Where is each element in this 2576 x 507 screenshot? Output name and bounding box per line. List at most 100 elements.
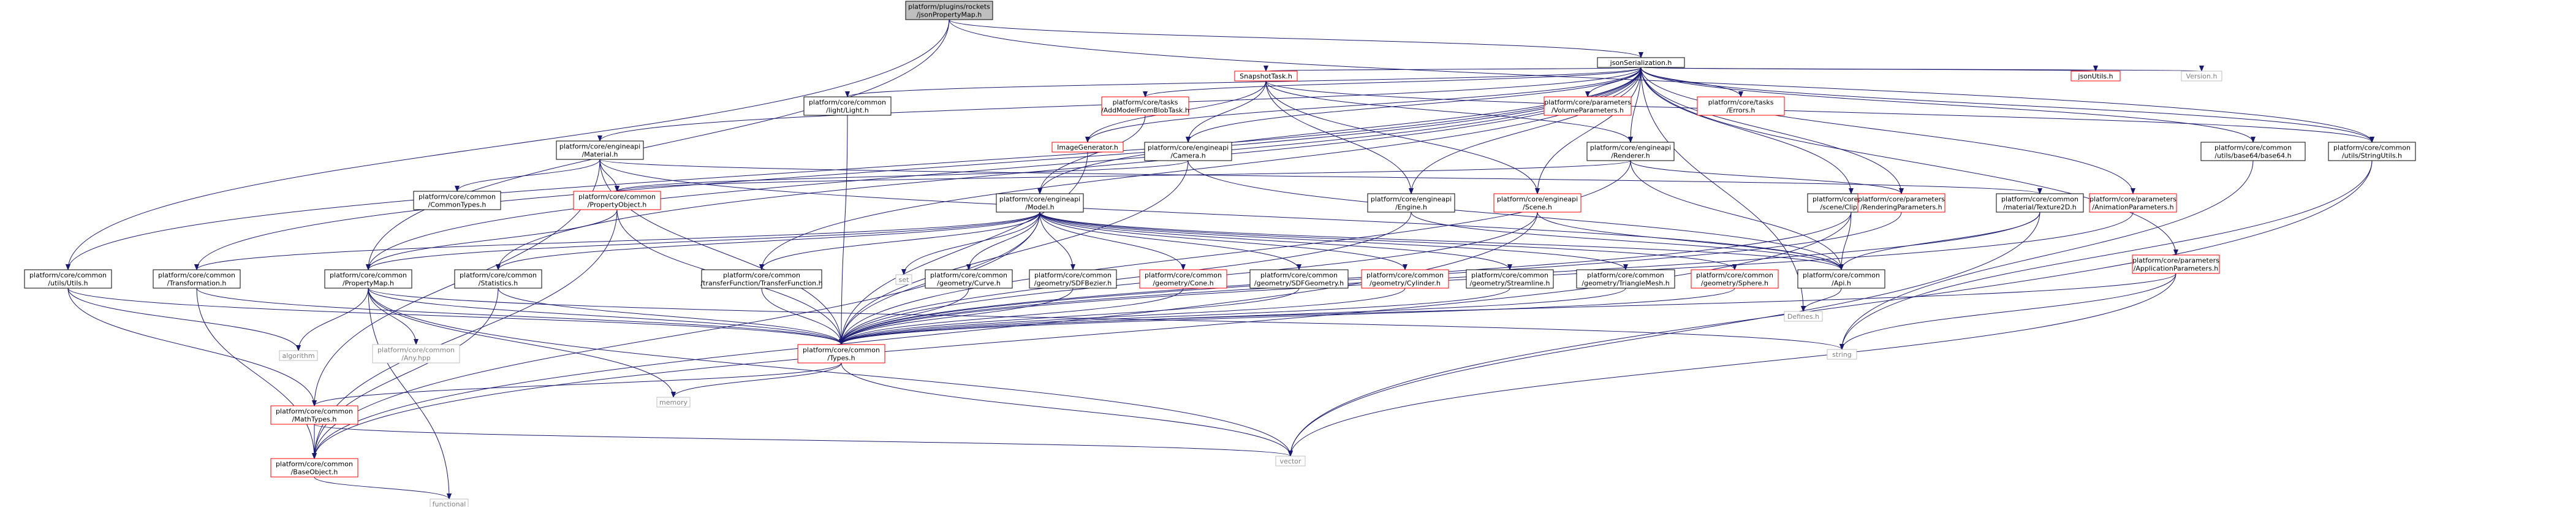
node-transferfn[interactable]: platform/core/common/transferFunction/Tr…	[700, 269, 823, 289]
edge-material-to-types	[599, 159, 844, 345]
edge-propobject-to-propmap	[366, 209, 618, 270]
node-label-line: platform/core/engineapi	[1497, 196, 1578, 204]
node-base64[interactable]: platform/core/common/utils/base64/base64…	[2200, 142, 2306, 161]
node-label-line: platform/core/common	[330, 272, 407, 280]
node-label-line: platform/core/parameters	[2132, 257, 2219, 265]
edge-sdfgeom-to-types	[839, 288, 1300, 345]
edge-types-to-vector	[841, 362, 1293, 457]
node-cylinder[interactable]: platform/core/common/geometry/Cylinder.h	[1361, 269, 1449, 289]
node-utils[interactable]: platform/core/common/utils/Utils.h	[24, 269, 112, 289]
node-box	[430, 498, 469, 507]
node-functional: functional	[430, 498, 469, 507]
node-box	[324, 269, 412, 289]
node-box	[797, 344, 885, 364]
node-types[interactable]: platform/core/common/Types.h	[797, 344, 885, 364]
node-box	[1466, 269, 1554, 289]
edge-jsonser-to-stringutils	[1640, 67, 2374, 143]
node-sdfbezier[interactable]: platform/core/common/geometry/SDFBezier.…	[1029, 269, 1117, 289]
edge-jsonser-to-animparams	[1640, 67, 2135, 194]
node-trimesh[interactable]: platform/core/common/geometry/TriangleMe…	[1576, 269, 1675, 289]
node-propmap[interactable]: platform/core/common/PropertyMap.h	[324, 269, 412, 289]
node-appparams[interactable]: platform/core/parameters/ApplicationPara…	[2132, 254, 2220, 274]
node-scene[interactable]: platform/core/engineapi/Scene.h	[1493, 193, 1582, 213]
node-streamline[interactable]: platform/core/common/geometry/Streamline…	[1466, 269, 1554, 289]
node-label-line: Version.h	[2186, 72, 2218, 80]
node-label-line: /PropertyObject.h	[588, 201, 647, 209]
node-imagegen[interactable]: ImageGenerator.h	[1051, 142, 1124, 153]
edge-streamline-to-types	[839, 288, 1510, 345]
node-sdfgeom[interactable]: platform/core/common/geometry/SDFGeometr…	[1249, 269, 1349, 289]
node-label-line: /geometry/TriangleMesh.h	[1582, 280, 1669, 288]
node-api[interactable]: platform/core/common/Api.h	[1797, 269, 1885, 289]
edge-camera-to-api	[1188, 160, 1844, 270]
node-errors[interactable]: platform/core/tasks/Errors.h	[1697, 96, 1785, 116]
node-label-line: vector	[1280, 457, 1301, 465]
edge-propmap-to-string	[368, 288, 1844, 350]
node-animparams[interactable]: platform/core/parameters/AnimationParame…	[2089, 193, 2177, 213]
node-label-line: platform/core/common	[1696, 272, 1773, 280]
edge-transformation-to-baseobject	[196, 288, 317, 459]
node-box	[1586, 142, 1675, 161]
edge-material-to-propobject	[599, 159, 619, 192]
edge-root-to-stringutils	[949, 19, 2374, 143]
node-box	[24, 269, 112, 289]
node-label-line: /Errors.h	[1727, 107, 1756, 115]
node-commontypes[interactable]: platform/core/common/CommonTypes.h	[413, 191, 501, 210]
node-jsonutils[interactable]: jsonUtils.h	[2070, 71, 2121, 82]
edge-model-to-propmap	[366, 212, 1040, 270]
node-mathtypes[interactable]: platform/core/common/MathTypes.h	[270, 405, 358, 425]
node-transformation[interactable]: platform/core/common/Transformation.h	[153, 269, 241, 289]
edge-curve-to-types	[839, 288, 969, 345]
edge-appparams-to-string	[1839, 273, 2176, 350]
node-cone[interactable]: platform/core/common/geometry/Cone.h	[1139, 269, 1227, 289]
node-curve[interactable]: platform/core/common/geometry/Curve.h	[925, 269, 1013, 289]
edge-cone-to-types	[839, 288, 1184, 345]
node-material[interactable]: platform/core/engineapi/Material.h	[556, 140, 644, 160]
node-snapshot[interactable]: SnapshotTask.h	[1234, 71, 1298, 82]
node-label-line: ImageGenerator.h	[1057, 143, 1118, 151]
node-statistics[interactable]: platform/core/common/Statistics.h	[454, 269, 542, 289]
node-propobject[interactable]: platform/core/common/PropertyObject.h	[573, 191, 661, 210]
node-addmodel[interactable]: platform/core/tasks/AddModelFromBlobTask…	[1101, 96, 1189, 116]
node-label-line: /Model.h	[1025, 204, 1054, 212]
node-model[interactable]: platform/core/engineapi/Model.h	[996, 193, 1084, 213]
node-root[interactable]: platform/plugins/rockets/jsonPropertyMap…	[905, 1, 993, 20]
node-label-line: platform/core/common	[930, 272, 1007, 280]
node-label-line: /geometry/SDFBezier.h	[1034, 280, 1112, 288]
node-camera[interactable]: platform/core/engineapi/Camera.h	[1144, 142, 1232, 161]
edge-engine-to-types	[839, 212, 1412, 345]
node-box	[895, 274, 912, 285]
edge-jsonser-to-defines	[1640, 67, 1806, 312]
edge-root-to-jsonser	[949, 19, 1643, 58]
node-label-line: /AnimationParameters.h	[2092, 204, 2173, 212]
edge-renderer-to-types	[839, 160, 1631, 345]
edge-camera-to-types	[839, 160, 1189, 345]
node-label-line: /utils/base64/base64.h	[2214, 152, 2291, 160]
node-string: string	[1827, 349, 1857, 360]
node-label-line: /geometry/Curve.h	[937, 280, 1001, 288]
node-texture2d[interactable]: platform/core/common/material/Texture2D.…	[1996, 193, 2084, 213]
node-engine[interactable]: platform/core/engineapi/Engine.h	[1367, 193, 1455, 213]
node-label-line: /utils/StringUtils.h	[2342, 152, 2402, 160]
node-baseobject[interactable]: platform/core/common/BaseObject.h	[270, 458, 358, 478]
node-volparams[interactable]: platform/core/parameters/VolumeParameter…	[1544, 96, 1632, 116]
node-box	[925, 269, 1013, 289]
node-renderer[interactable]: platform/core/engineapi/Renderer.h	[1586, 142, 1675, 161]
node-vector: vector	[1275, 456, 1306, 467]
node-sphere[interactable]: platform/core/common/geometry/Sphere.h	[1691, 269, 1779, 289]
edge-jsonser-to-transformation	[194, 67, 1642, 270]
edge-base64-to-string	[1839, 160, 2254, 350]
node-label-line: platform/core/common	[803, 346, 880, 354]
node-renderparams[interactable]: platform/core/parameters/RenderingParame…	[1857, 193, 1945, 213]
node-light[interactable]: platform/core/common/light/Light.h	[803, 96, 892, 116]
node-jsonser[interactable]: jsonSerialization.h	[1597, 57, 1685, 68]
node-label-line: platform/core/parameters	[1544, 99, 1631, 107]
edge-material-to-api	[599, 159, 1844, 270]
node-stringutils[interactable]: platform/core/common/utils/StringUtils.h	[2328, 142, 2416, 161]
edge-model-to-cylinder	[1039, 212, 1407, 270]
edge-jsonser-to-light	[845, 67, 1642, 97]
node-box	[2070, 71, 2121, 82]
node-box	[1697, 96, 1785, 116]
node-label-line: platform/core/common	[2214, 144, 2292, 152]
edge-statistics-to-baseobject	[312, 288, 499, 459]
